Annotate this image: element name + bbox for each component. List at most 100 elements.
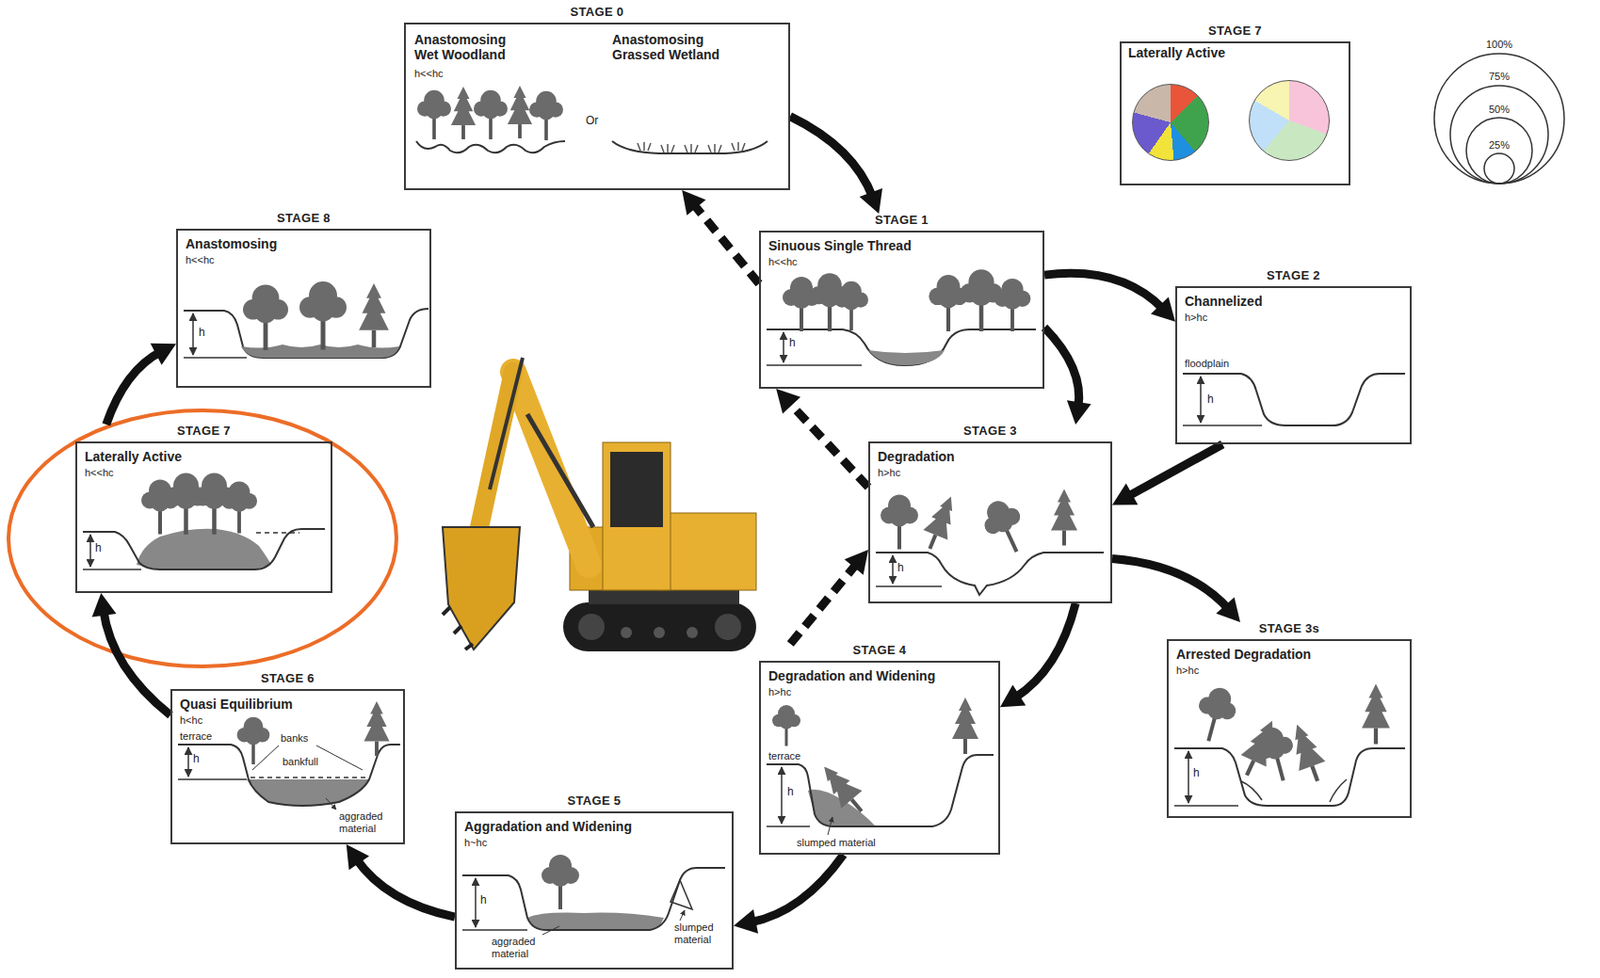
scale-label: 75% (1488, 70, 1510, 83)
arrow-shaft (1112, 559, 1229, 611)
channel-sketches-part (780, 767, 783, 825)
channel-sketches-part (256, 532, 300, 534)
arrow-shaft (790, 563, 857, 645)
flow-arrow (106, 343, 177, 425)
excavator-part (686, 627, 698, 639)
arrow-shaft (355, 858, 455, 918)
trees-part (917, 491, 963, 554)
scale-label: 25% (1488, 139, 1510, 152)
channel-sketches-part (637, 142, 745, 153)
stage-box: STAGE 1Sinuous Single Threadh<<hch (759, 213, 1045, 389)
highlight-ellipse (8, 410, 397, 667)
channel-sketches-part (82, 568, 142, 571)
box-border (1166, 639, 1412, 819)
excavator-part (602, 442, 671, 591)
excavator-part (489, 357, 523, 490)
scale-circles-part (1434, 53, 1565, 184)
arrow-shaft (750, 855, 844, 923)
flow-arrow (790, 116, 883, 214)
trees-part (952, 697, 979, 755)
depth-condition: h<<hc (414, 67, 444, 81)
excavator-part (442, 607, 473, 650)
stage-heading: STAGE 1 (759, 213, 1045, 228)
depth-condition: h<hc (179, 714, 203, 728)
dimension-label: h (789, 337, 796, 351)
box-border (868, 441, 1113, 604)
channel-sketches-part (670, 880, 693, 910)
box-border (759, 230, 1045, 389)
arrow-head (844, 549, 869, 576)
channel-sketches-part (416, 141, 566, 153)
trees-part (451, 86, 476, 140)
arrow-head (1112, 484, 1138, 506)
excavator-part (527, 414, 594, 528)
stage-heading: STAGE 2 (1175, 269, 1412, 284)
depth-condition: h<<hc (768, 256, 798, 269)
channel-sketches-part (766, 755, 994, 827)
channel-sketches-part (766, 825, 810, 828)
arrow-head (733, 909, 759, 935)
stage-heading: STAGE 7 (1119, 24, 1351, 39)
excavator-part (653, 627, 665, 639)
box-border (75, 441, 333, 594)
trees-part (1361, 684, 1390, 745)
arrow-head (775, 388, 801, 414)
channel-sketches-part (187, 747, 190, 777)
dashed-flow-arrow (681, 190, 760, 284)
stage-title: Degradation and Widening (768, 668, 936, 684)
stage-title: Anastomosing (185, 236, 277, 252)
sketch-label: terrace (768, 750, 801, 763)
stage-heading: STAGE 3 (868, 424, 1113, 439)
arrow-shaft (1014, 603, 1076, 699)
arrow-head (1150, 296, 1176, 322)
excavator-part (620, 627, 632, 639)
channel-sketches-part (1174, 748, 1406, 807)
sketch-label: banks (280, 732, 308, 745)
excavator-part (659, 513, 757, 591)
pie-chart (1248, 80, 1330, 162)
arrow-head (92, 593, 117, 618)
arrow-shaft (693, 203, 760, 285)
channel-sketches-part (1187, 751, 1190, 804)
stage-title: Channelized (1184, 293, 1262, 309)
channel-sketches-part (782, 332, 785, 363)
trees-part (417, 90, 452, 140)
arrow-head (681, 190, 706, 216)
flow-arrow (1000, 603, 1076, 708)
flow-arrow (1044, 327, 1092, 425)
arrow-shaft (790, 116, 873, 199)
pie-chart (1131, 83, 1210, 162)
trees-part (473, 90, 508, 140)
sketch-label: aggraded material (491, 936, 550, 960)
arrow-head (346, 844, 370, 871)
stage-box: STAGE 7Laterally Active (1119, 24, 1351, 186)
sketch-label: floodplain (1184, 357, 1229, 371)
channel-sketches-part (766, 364, 862, 367)
arrow-shaft (1127, 444, 1223, 498)
trees-part (299, 281, 347, 351)
channel-sketches-part (891, 555, 894, 584)
stage-box: STAGE 2Channelizedh>hcfloodplainh (1175, 269, 1412, 445)
scale-circles-part (1484, 153, 1515, 184)
channel-sketches-part (192, 313, 194, 356)
trees-part (358, 283, 389, 348)
channel-sketches-part (875, 552, 1104, 596)
trees-part (994, 278, 1032, 332)
flow-arrow (92, 593, 171, 716)
channel-sketches-part (1182, 424, 1262, 427)
depth-condition: h<<hc (84, 467, 114, 480)
channel-sketches-part (136, 529, 272, 570)
channel-sketches-part (462, 868, 726, 931)
scale-circles (1434, 53, 1565, 184)
arrow-shaft (103, 610, 171, 716)
depth-condition: h~hc (464, 837, 487, 850)
channel-sketches-part (542, 910, 685, 936)
channel-sketches-part (252, 745, 363, 810)
stage-title: Arrested Degradation (1176, 646, 1311, 663)
stage-title: Aggradation and Widening (464, 819, 632, 835)
stage-heading: STAGE 4 (759, 644, 1001, 659)
channel-sketches-part (875, 585, 942, 588)
channel-sketches-part (462, 929, 528, 932)
channel-sketches-part (1199, 376, 1202, 423)
